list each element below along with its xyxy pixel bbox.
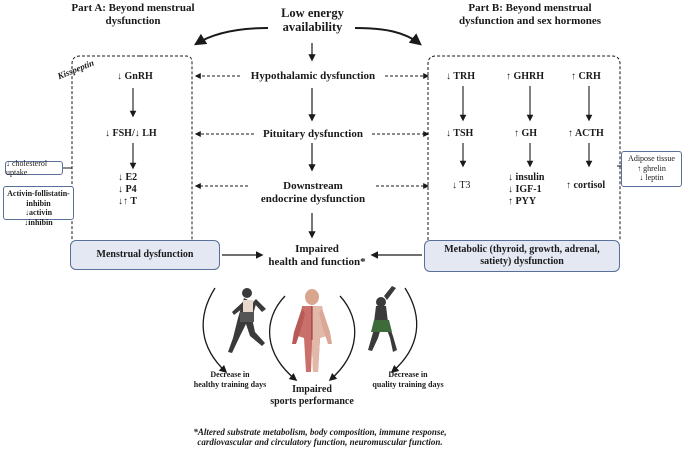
pyy-label: ↑ PYY <box>508 196 537 207</box>
downstream-line2: endocrine dysfunction <box>260 193 366 205</box>
adipose-title: Adipose tissue <box>628 154 675 163</box>
part-b-line2: dysfunction and sex hormones <box>458 15 602 27</box>
adipose-box: Adipose tissue ↑ ghrelin ↓ leptin <box>621 151 682 187</box>
menstrual-dysfunction-box: Menstrual dysfunction <box>70 240 220 270</box>
curve-right-outer <box>390 287 418 374</box>
part-a-line2: dysfunction <box>105 15 161 27</box>
sports-performance-label: Impaired sports performance <box>262 384 362 408</box>
curve-right-inner <box>328 295 356 382</box>
quality-days-line2: quality training days <box>372 379 444 389</box>
activin-title: Activin-follistatin-inhibin <box>7 189 70 208</box>
footnote: *Altered substrate metabolism, body comp… <box>120 427 520 447</box>
part-a-line1: Part A: Beyond menstrual <box>71 2 195 14</box>
quality-days-line1: Decrease in <box>388 370 428 379</box>
part-a-frame <box>71 55 193 240</box>
cholesterol-box: ↓ cholesterol uptake <box>5 158 63 178</box>
fsh-lh-label: ↓ FSH/↓ LH <box>105 128 157 139</box>
insulin-label: ↓ insulin <box>508 172 545 183</box>
curved-arrow-right <box>354 27 422 46</box>
title-low-energy: Low energy availability <box>255 6 370 34</box>
inhibin-label: ↓inhibin <box>24 217 53 227</box>
metabolic-line1: Metabolic (thyroid, growth, adrenal, <box>444 244 600 255</box>
healthy-days-line2: healthy training days <box>193 379 267 389</box>
gh-label: ↑ GH <box>514 128 538 139</box>
growth-list: ↓ insulin ↓ IGF-1 ↑ PYY <box>508 172 544 208</box>
p4-label: ↓ P4 <box>118 184 137 195</box>
anatomy-figure <box>292 289 332 372</box>
sports-line1: Impaired <box>292 384 332 395</box>
activin-box: Activin-follistatin-inhibin ↓activin ↓in… <box>3 186 74 227</box>
hypothalamic-label: Hypothalamic dysfunction <box>250 70 376 82</box>
igf-label: ↓ IGF-1 <box>508 184 542 195</box>
part-b-frame <box>427 55 621 240</box>
activin-label: ↓activin <box>24 208 53 217</box>
pituitary-label: Pituitary dysfunction <box>263 128 363 140</box>
leptin-label: ↓ leptin <box>639 173 664 182</box>
part-b-line1: Part B: Beyond menstrual <box>468 2 592 14</box>
curve-left-inner <box>268 295 298 381</box>
metabolic-dysfunction-box: Metabolic (thyroid, growth, adrenal, sat… <box>424 240 620 272</box>
impaired-line1: Impaired <box>295 243 339 255</box>
footnote-line2: cardiovascular and circulatory function,… <box>197 437 443 447</box>
acth-label: ↑ ACTH <box>568 128 604 139</box>
downstream-line1: Downstream <box>283 180 343 192</box>
healthy-days-label: Decrease in healthy training days <box>180 370 280 389</box>
ghrelin-label: ↑ ghrelin <box>637 163 666 173</box>
quality-days-label: Decrease in quality training days <box>358 370 458 389</box>
part-a-title: Part A: Beyond menstrual dysfunction <box>28 2 238 28</box>
impaired-line2: health and function* <box>268 256 366 268</box>
tsh-label: ↓ TSH <box>446 128 474 139</box>
cortisol-label: ↑ cortisol <box>566 180 606 191</box>
hormones-list: ↓ E2 ↓ P4 ↓↑ T <box>118 172 137 208</box>
footnote-line1: *Altered substrate metabolism, body comp… <box>193 427 447 437</box>
downstream-label: Downstream endocrine dysfunction <box>250 180 376 206</box>
metabolic-line2: satiety) dysfunction <box>480 256 564 267</box>
menstrual-box-label: Menstrual dysfunction <box>96 249 194 260</box>
t3-label: ↓ T3 <box>452 180 471 191</box>
sports-line2: sports performance <box>270 396 354 407</box>
trh-label: ↓ TRH <box>446 71 475 82</box>
impaired-health-label: Impaired health and function* <box>262 243 372 269</box>
e2-label: ↓ E2 <box>118 172 138 183</box>
part-b-title: Part B: Beyond menstrual dysfunction and… <box>420 2 640 28</box>
ghrh-label: ↑ GHRH <box>506 71 545 82</box>
runner-figure <box>228 288 266 353</box>
stretching-figure <box>368 286 397 352</box>
title-line2: availability <box>282 20 343 34</box>
curve-left-outer <box>202 287 228 374</box>
curved-arrow-left <box>193 27 269 46</box>
gnrh-label: ↓ GnRH <box>117 71 153 82</box>
cholesterol-label: ↓ cholesterol uptake <box>6 158 48 178</box>
title-line1: Low energy <box>281 6 344 20</box>
healthy-days-line1: Decrease in <box>210 370 250 379</box>
t-label: ↓↑ T <box>118 196 137 207</box>
crh-label: ↑ CRH <box>571 71 601 82</box>
